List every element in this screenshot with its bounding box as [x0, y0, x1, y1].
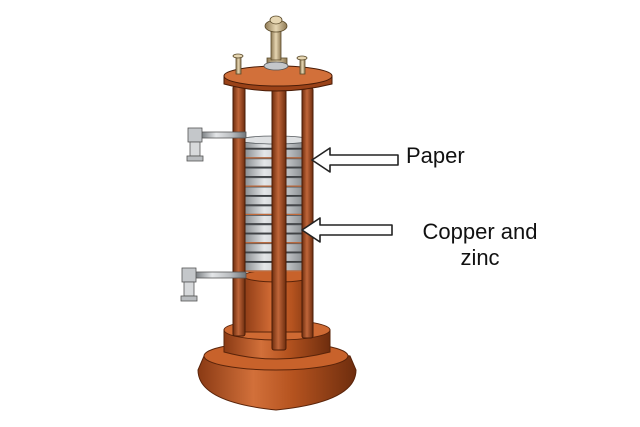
arrow-copper-zinc [301, 217, 393, 243]
label-copper-and-zinc-line2: zinc [460, 245, 500, 270]
arrow-paper [311, 147, 399, 173]
label-copper-and-zinc: Copper and zinc [405, 219, 555, 271]
rod-left [232, 85, 246, 337]
upper-terminal [186, 127, 247, 162]
top-plate [223, 15, 333, 92]
label-paper: Paper [406, 143, 465, 168]
lower-terminal [180, 267, 247, 302]
rod-right [301, 87, 314, 339]
rod-front [271, 81, 287, 351]
label-copper-and-zinc-line1: Copper and [422, 219, 538, 244]
